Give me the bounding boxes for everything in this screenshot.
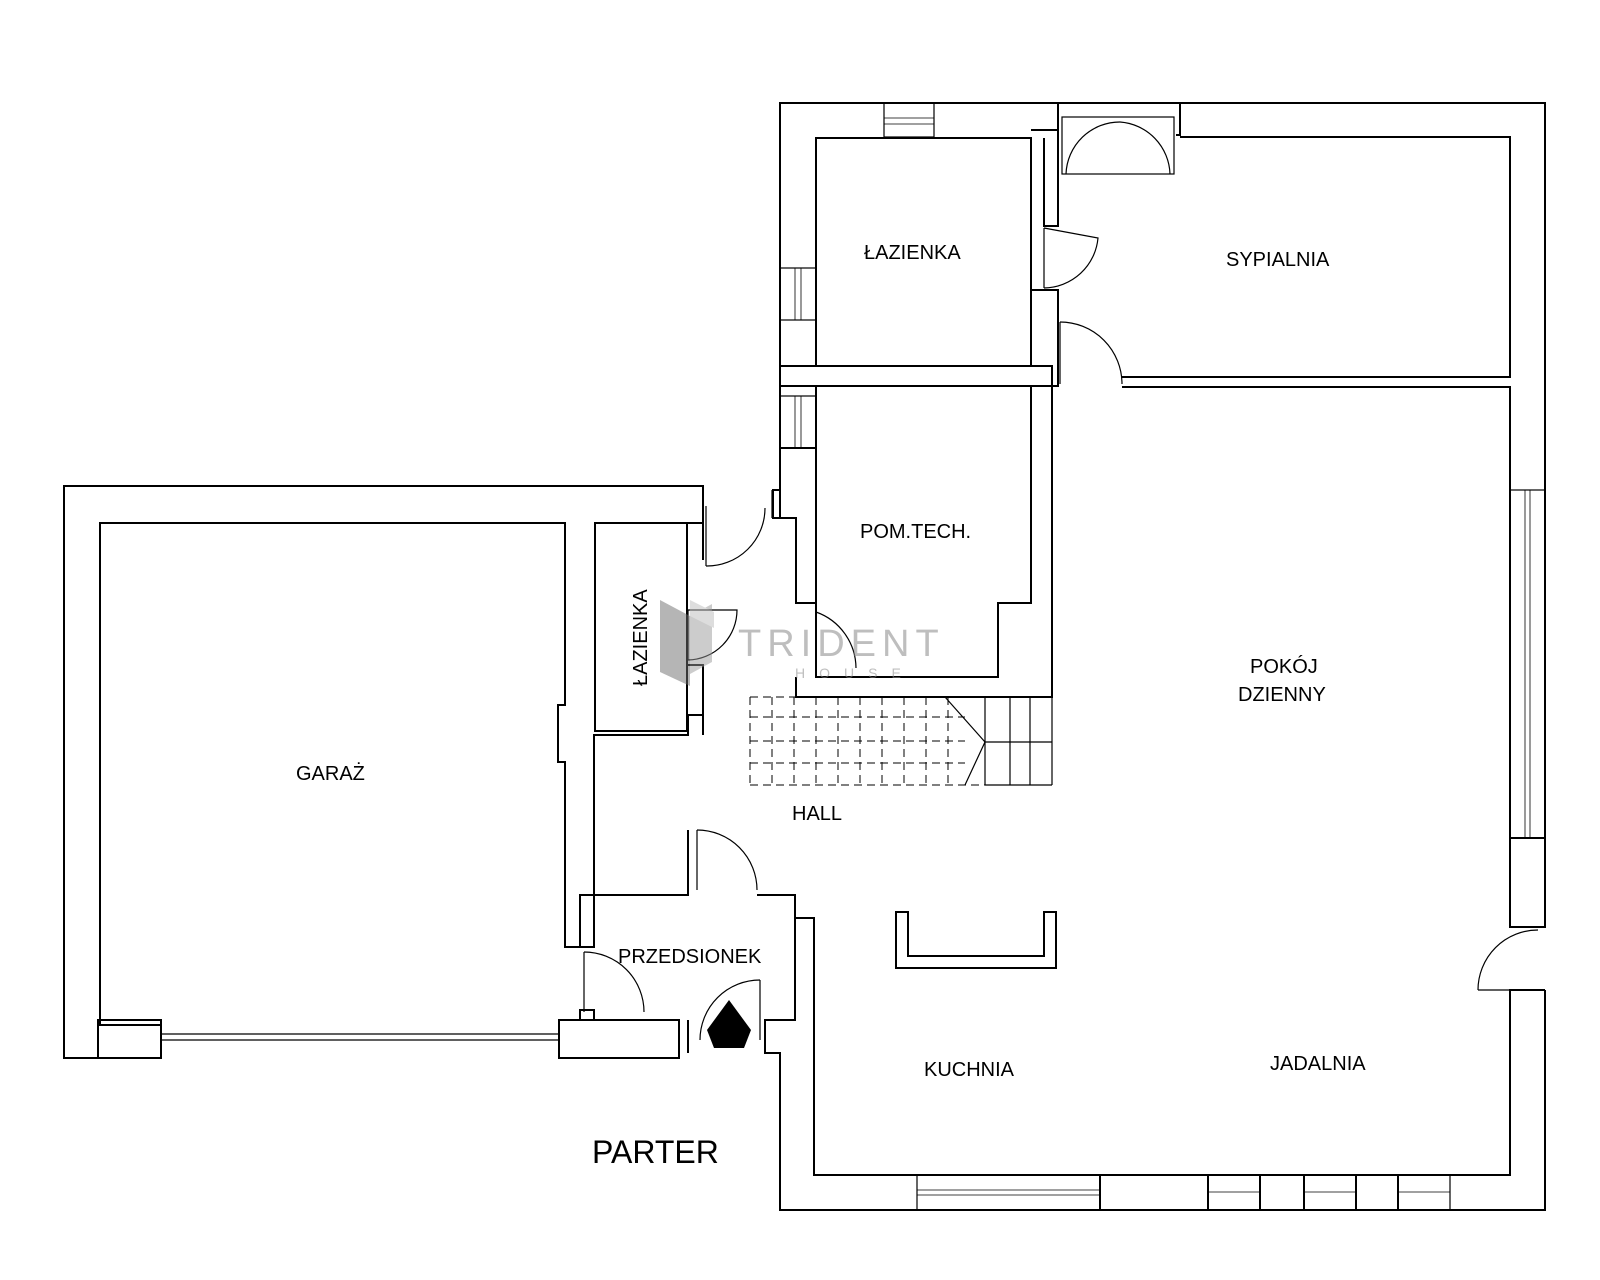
upper-block-walls bbox=[772, 102, 1059, 698]
bedroom-walls bbox=[1058, 102, 1546, 490]
main-area-walls bbox=[764, 489, 1546, 1211]
staircase bbox=[749, 696, 1053, 786]
label-hall: HALL bbox=[792, 803, 842, 825]
watermark-sub: HOUSE bbox=[795, 665, 915, 681]
label-bedroom: SYPIALNIA bbox=[1226, 249, 1330, 271]
label-garage: GARAŻ bbox=[296, 762, 365, 785]
label-kitchen: KUCHNIA bbox=[924, 1059, 1015, 1081]
doors bbox=[583, 121, 1539, 1041]
label-bathroom-small: ŁAZIENKA bbox=[630, 589, 652, 686]
label-vestibule: PRZEDSIONEK bbox=[618, 946, 762, 968]
stove-icon bbox=[707, 1000, 751, 1048]
watermark-brand: TRIDENT bbox=[738, 623, 945, 665]
watermark-logo bbox=[660, 600, 714, 686]
label-living-room-2: DZIENNY bbox=[1238, 684, 1326, 706]
label-bathroom-upper: ŁAZIENKA bbox=[864, 242, 961, 264]
label-technical-room: POM.TECH. bbox=[860, 521, 971, 543]
label-living-room-1: POKÓJ bbox=[1250, 655, 1318, 678]
floor-title: PARTER bbox=[592, 1134, 719, 1170]
label-dining-room: JADALNIA bbox=[1270, 1053, 1366, 1075]
vestibule-walls bbox=[579, 735, 796, 1053]
garage-walls bbox=[63, 485, 704, 1059]
